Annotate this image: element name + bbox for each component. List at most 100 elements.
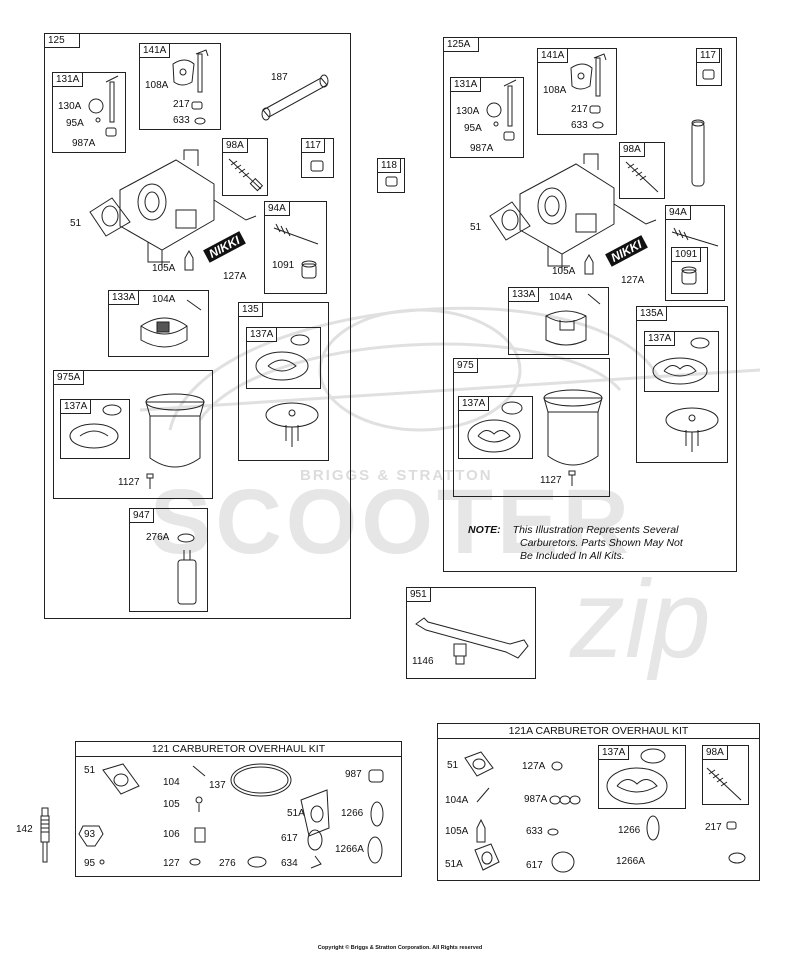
k121a-217: 217	[705, 822, 722, 833]
label-105a-left: 105A	[152, 263, 176, 274]
kit-121-box: 121 CARBURETOR OVERHAUL KIT	[75, 741, 402, 877]
k121a-617: 617	[526, 860, 543, 871]
throttle-shaft-icon-r	[484, 80, 524, 150]
bowl-plate-135-icon	[262, 395, 324, 455]
float-bowl-975-icon	[538, 384, 608, 476]
kit-133a-left	[108, 290, 209, 357]
label-105a-right: 105A	[552, 266, 576, 277]
kit-131a-right-tag: 131A	[450, 77, 482, 92]
label-142: 142	[16, 824, 33, 835]
kit-135-left-tag: 135	[238, 302, 263, 317]
box-951	[406, 587, 536, 679]
label-130a-r: 130A	[456, 106, 480, 117]
label-108a: 108A	[145, 80, 169, 91]
plug-118-icon	[384, 175, 402, 190]
k121-93: 93	[84, 829, 96, 840]
kit-1091-in-94a-tag: 1091	[671, 247, 702, 262]
k121-1266: 1266	[341, 808, 364, 819]
assembly-tag-left: 125	[44, 33, 80, 48]
k121a-51a: 51A	[445, 859, 463, 870]
plug-117-icon	[308, 158, 328, 176]
tube-187-icon	[253, 70, 333, 125]
label-1146: 1146	[412, 656, 434, 667]
gasket-975-icon	[462, 398, 532, 458]
label-108a-r: 108A	[543, 85, 567, 96]
note-line-2: Carburetors. Parts Shown May Not	[520, 537, 683, 549]
kit-98a-right-tag: 98A	[619, 142, 645, 157]
lever-951-icon	[414, 614, 532, 674]
copyright-text: Copyright © Briggs & Stratton Corporatio…	[317, 945, 483, 951]
k121-51a: 51A	[287, 808, 305, 819]
label-276a-left: 276A	[146, 532, 170, 543]
float-133a-icon	[135, 296, 205, 354]
carburetor-body-left	[86, 150, 266, 270]
note-label: NOTE:	[468, 524, 501, 536]
kit-121a-parts-art	[437, 738, 760, 881]
jet-1091-icon-r	[676, 264, 704, 290]
label-95a: 95A	[66, 118, 84, 129]
gasket-137a-icon	[250, 332, 320, 387]
box-951-tag: 951	[406, 587, 431, 602]
kit-131a-left-tag: 131A	[52, 72, 84, 87]
assembly-box-right	[443, 37, 737, 572]
kit-98a-left-tag: 98A	[222, 138, 248, 153]
kit-94a-left-tag: 94A	[264, 201, 290, 216]
kit-131a-right	[450, 77, 524, 158]
kit-137a-in-975a-tag: 137A	[60, 399, 92, 414]
label-130a: 130A	[58, 101, 82, 112]
kit-141a-left-tag: 141A	[139, 43, 171, 58]
k121-106: 106	[163, 829, 180, 840]
kit-137a-in-135-tag: 137A	[246, 327, 278, 342]
assembly-tag-right: 125A	[443, 37, 479, 52]
bowl-plate-135a-icon	[662, 400, 724, 460]
spring-screw-icon-r	[622, 158, 662, 198]
kit-131a-left	[52, 72, 126, 153]
k121-105: 105	[163, 799, 180, 810]
float-needle-icon-r	[568, 52, 618, 132]
k121-137: 137	[209, 780, 226, 791]
gasket-975a-icon	[64, 402, 130, 457]
kit-121-parts-art	[75, 756, 402, 877]
label-127a-left: 127A	[223, 271, 247, 282]
box-117-right-tag: 117	[696, 48, 720, 63]
label-51-right: 51	[470, 222, 482, 233]
label-1127-right: 1127	[540, 475, 562, 486]
k121-1266a: 1266A	[335, 844, 364, 855]
label-217-r: 217	[571, 104, 588, 115]
kit-137a-in-135	[246, 327, 321, 389]
plug-117-icon-r	[701, 68, 719, 83]
carburetor-body-right	[486, 154, 666, 274]
label-1127-left: 1127	[118, 477, 140, 488]
pilot-screw-icon-r	[670, 226, 722, 250]
jet-105a-icon	[183, 250, 195, 272]
float-133a-icon-r	[536, 290, 606, 350]
k121a-104a: 104A	[445, 795, 469, 806]
watermark-script: zip	[570, 558, 711, 681]
screw-1127-icon-r	[568, 470, 576, 488]
kit-94a-left	[264, 201, 327, 294]
assembly-box-left	[44, 33, 351, 619]
kit-121a-title: 121A CARBURETOR OVERHAUL KIT	[438, 724, 759, 739]
nozzle-142-icon	[38, 806, 52, 868]
kit-135a-right	[636, 306, 728, 463]
k121a-127a: 127A	[522, 761, 546, 772]
k121-617: 617	[281, 833, 298, 844]
spring-screw-icon	[225, 155, 265, 195]
throttle-shaft-icon	[86, 76, 126, 146]
box-117-left-tag: 117	[301, 138, 325, 153]
kit-121a-box: 121A CARBURETOR OVERHAUL KIT	[437, 723, 760, 881]
box-118-tag: 118	[377, 158, 401, 173]
kit-121a-137a-tag: 137A	[598, 745, 630, 760]
kit-137a-in-975a	[60, 399, 130, 459]
kit-975a-left-tag: 975A	[53, 370, 85, 385]
label-987a-r: 987A	[470, 143, 494, 154]
k121a-1266a: 1266A	[616, 856, 645, 867]
k121-987: 987	[345, 769, 362, 780]
float-bowl-975a-icon	[140, 388, 210, 478]
k121a-51: 51	[447, 760, 459, 771]
kit-141a-left	[139, 43, 221, 130]
pilot-screw-icon	[272, 222, 322, 288]
kit-137a-in-975-tag: 137A	[458, 396, 490, 411]
kit-975-right	[453, 358, 610, 497]
